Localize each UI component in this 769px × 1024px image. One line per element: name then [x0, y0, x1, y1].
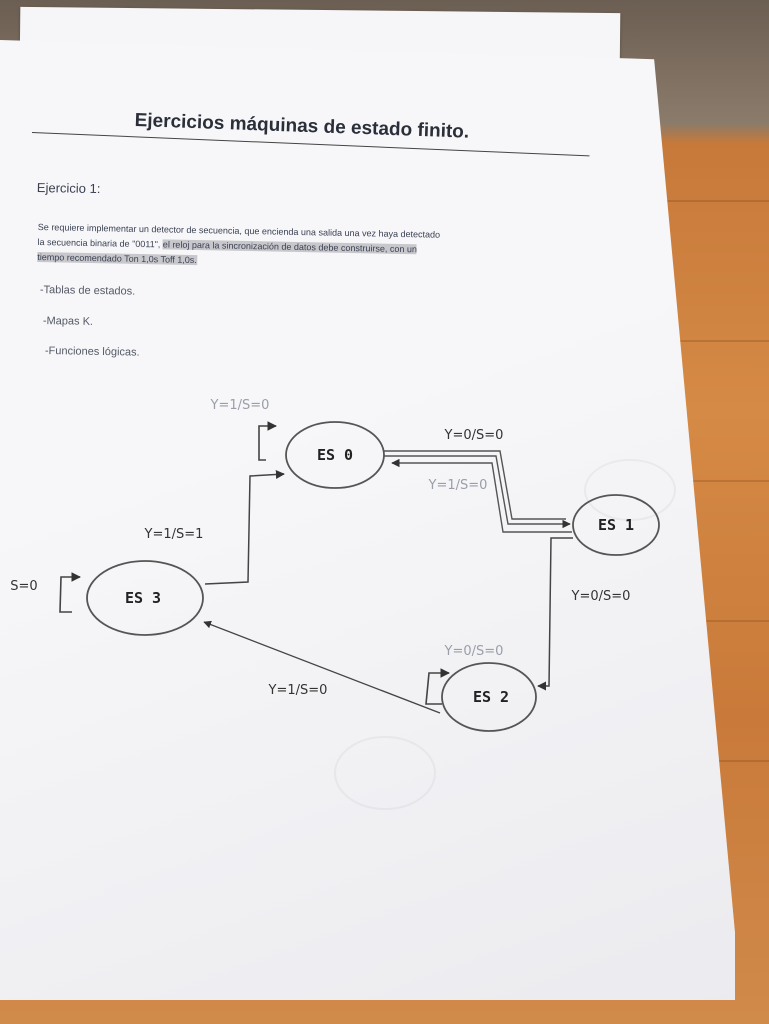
state-es3-label: ES 3 [125, 589, 161, 607]
state-es0: ES 0 [285, 421, 385, 489]
es2-to-es3-arrow [203, 620, 441, 714]
es3-self-loop [59, 572, 81, 613]
es2-to-es3-label: Y=1/S=0 [268, 683, 328, 698]
es3-to-es0-arrow [204, 469, 285, 585]
es1-to-es2-label: Y=0/S=0 [571, 589, 631, 604]
state-es2-label: ES 2 [473, 688, 509, 706]
state-es2: ES 2 [441, 662, 537, 732]
es0-to-es1-label: Y=0/S=0 [444, 428, 504, 443]
es0-to-es1-arrow [384, 450, 571, 529]
es2-self-loop-label: Y=0/S=0 [444, 644, 504, 659]
es3-to-es0-label: Y=1/S=1 [144, 527, 204, 542]
es1-to-es2-arrow [537, 537, 573, 691]
es3-self-loop-label: S=0 [10, 579, 37, 594]
es2-self-loop [425, 668, 450, 705]
state-es3: ES 3 [86, 560, 204, 636]
es1-to-es0-label: Y=1/S=0 [428, 478, 488, 493]
es0-self-loop [258, 421, 277, 461]
state-es0-label: ES 0 [317, 446, 353, 464]
es0-self-loop-label: Y=1/S=0 [210, 398, 270, 413]
state-es1: ES 1 [572, 494, 660, 556]
es1-to-es0-arrow [391, 458, 572, 533]
state-es1-label: ES 1 [598, 516, 634, 534]
paper-sheet [0, 40, 735, 1000]
